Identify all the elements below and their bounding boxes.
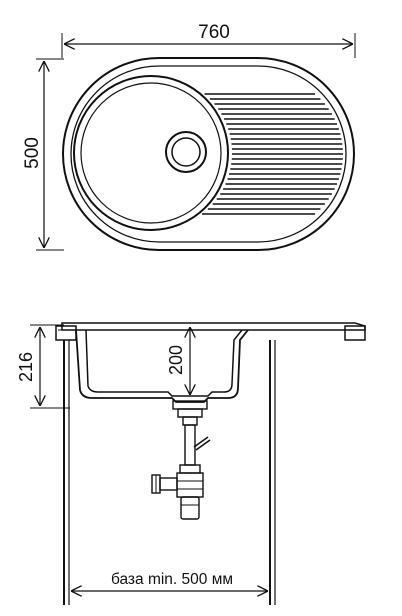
drain-icon — [165, 131, 207, 173]
bowl-depth-label: 200 — [166, 345, 186, 375]
width-dimension: 760 — [61, 22, 356, 58]
depth-dimension-label: 500 — [22, 137, 43, 169]
side-view: 216 200 — [16, 322, 366, 605]
width-dimension-label: 760 — [198, 22, 230, 43]
cabinet-walls — [63, 340, 276, 605]
siphon-icon — [151, 400, 211, 520]
rim — [55, 322, 366, 341]
total-depth-dimension: 216 — [16, 324, 70, 409]
sink-outline — [62, 57, 355, 251]
base-dimension-label: база min. 500 мм — [111, 571, 233, 588]
total-depth-label: 216 — [16, 352, 36, 382]
bowl-section — [75, 329, 249, 403]
bowl-depth-dimension: 200 — [166, 327, 190, 395]
bowl — [73, 75, 229, 231]
drainboard-ribs — [202, 93, 343, 215]
top-view: 760 500 — [22, 22, 356, 251]
base-dimension: база min. 500 мм — [71, 571, 268, 591]
depth-dimension: 500 — [22, 58, 64, 251]
